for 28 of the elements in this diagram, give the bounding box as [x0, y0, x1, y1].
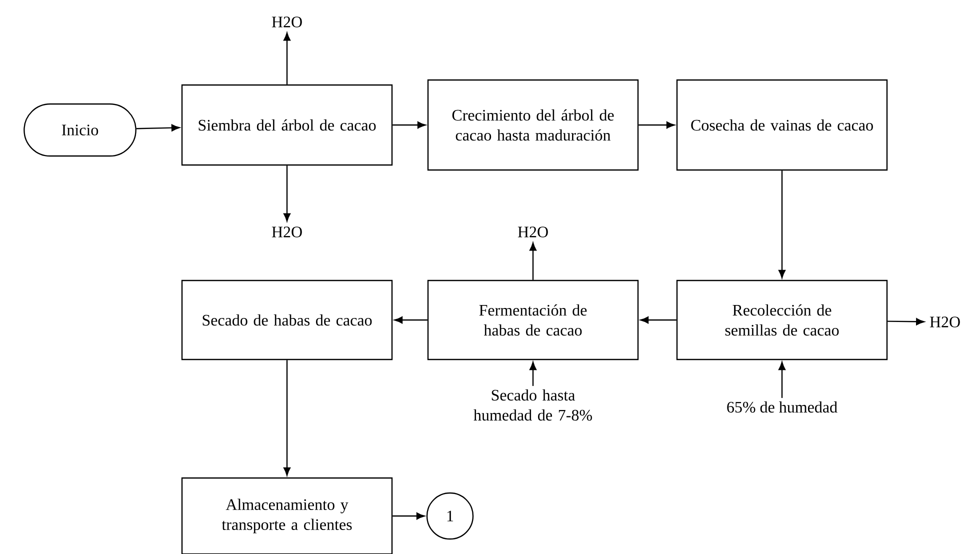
stream-label: H2O — [930, 316, 960, 328]
arrow — [640, 316, 676, 324]
arrow — [530, 362, 537, 386]
stream-label: H2O — [272, 16, 302, 28]
stream-label: Secado hasta humedad de 7-8% — [474, 389, 592, 421]
arrow — [778, 362, 786, 398]
arrow — [283, 166, 291, 222]
arrow — [136, 124, 180, 132]
start-terminal: Inicio — [24, 103, 136, 157]
arrow — [392, 121, 426, 129]
process-box: Secado de habas de cacao — [181, 280, 393, 360]
process-box: Recolección de semillas de cacao — [676, 280, 888, 360]
stream-label: H2O — [272, 226, 302, 238]
arrow — [392, 512, 425, 520]
arrow — [778, 170, 786, 278]
arrow — [530, 242, 537, 280]
process-box: Siembra del árbol de cacao — [181, 84, 393, 166]
process-box: Crecimiento del árbol de cacao hasta maduración — [427, 79, 639, 171]
arrow — [394, 316, 428, 324]
arrow — [283, 32, 291, 84]
arrow — [283, 360, 291, 476]
stream-label: 65% de humedad — [727, 401, 838, 413]
arrow — [888, 318, 924, 326]
arrow — [638, 121, 675, 129]
stream-label: H2O — [518, 226, 548, 238]
process-box: Almacenamiento y transporte a clientes — [181, 477, 393, 554]
process-box: Fermentación de habas de cacao — [427, 280, 639, 360]
process-box: Cosecha de vainas de cacao — [676, 79, 888, 171]
